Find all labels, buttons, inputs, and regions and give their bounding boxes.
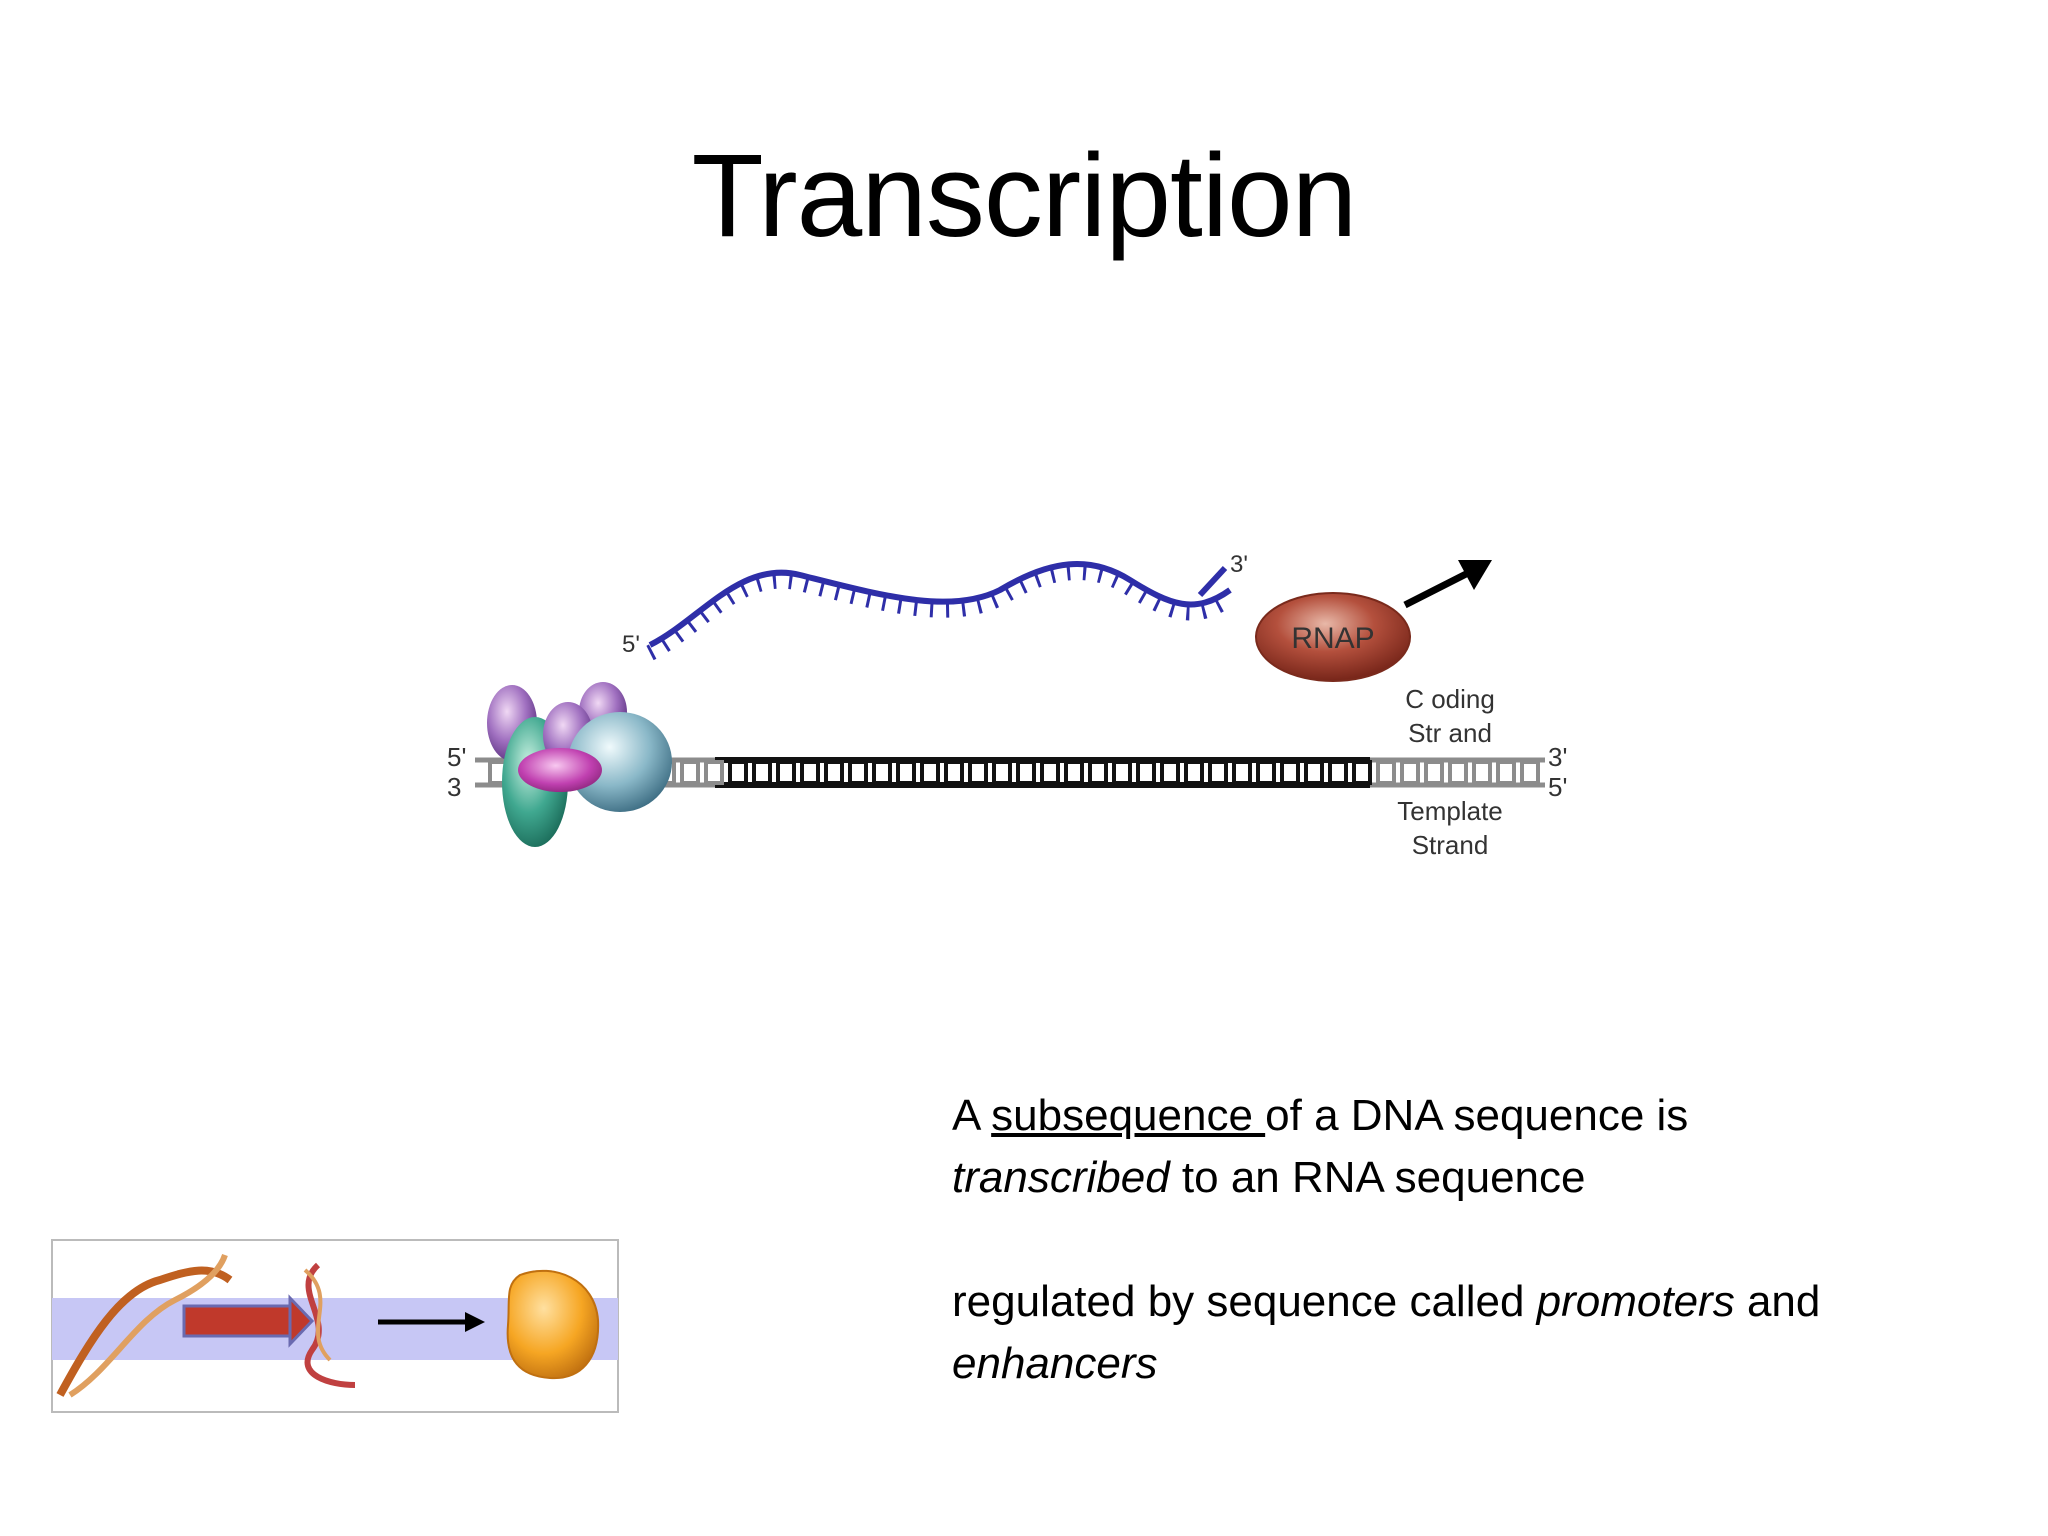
caption-line-3: regulated by sequence called promoters a… xyxy=(952,1271,1992,1333)
caption-transcribed: transcribed xyxy=(952,1153,1170,1202)
coding-strand-label-2: Str and xyxy=(1408,718,1492,748)
template-strand-label-2: Strand xyxy=(1412,830,1489,860)
slide-title: Transcription xyxy=(691,130,1358,262)
caption-line-1: A subsequence of a DNA sequence is xyxy=(952,1085,1992,1147)
rna-strand xyxy=(646,561,1235,661)
caption-text-d: regulated by sequence called xyxy=(952,1277,1537,1326)
rna-3prime-label: 3' xyxy=(1230,551,1248,578)
caption-line-2: transcribed to an RNA sequence xyxy=(952,1147,1992,1209)
arrow-icon xyxy=(1403,560,1492,609)
dna-right-3prime-label: 3' xyxy=(1548,742,1567,772)
caption-text-c: to an RNA sequence xyxy=(1169,1153,1586,1202)
protein-icon xyxy=(506,1269,600,1380)
rnap-label: RNAP xyxy=(1291,622,1374,655)
dna-left-3prime-label: 3 xyxy=(447,772,461,802)
template-strand-label-1: Template xyxy=(1397,796,1503,826)
gene-expression-inset xyxy=(51,1239,619,1413)
transcription-complex xyxy=(487,682,672,847)
dna-helix-icon xyxy=(56,1253,356,1398)
coding-strand-label-1: C oding xyxy=(1405,684,1495,714)
dna-left-5prime-label: 5' xyxy=(447,742,466,772)
rna-5prime-label: 5' xyxy=(622,631,640,658)
caption-text: A subsequence of a DNA sequence is trans… xyxy=(952,1085,1992,1395)
caption-promoters: promoters xyxy=(1536,1277,1735,1326)
caption-enhancers: enhancers xyxy=(952,1339,1158,1388)
caption-text-e: and xyxy=(1734,1277,1821,1326)
arrow-icon xyxy=(182,1294,485,1348)
caption-subsequence: subsequence xyxy=(991,1091,1266,1140)
rnap-enzyme: RNAP xyxy=(1255,592,1411,682)
caption-text-b: of a DNA sequence is xyxy=(1265,1091,1689,1140)
caption-text-a: A xyxy=(952,1091,992,1140)
caption-line-4: enhancers xyxy=(952,1333,1992,1395)
dna-right-5prime-label: 5' xyxy=(1548,772,1567,802)
